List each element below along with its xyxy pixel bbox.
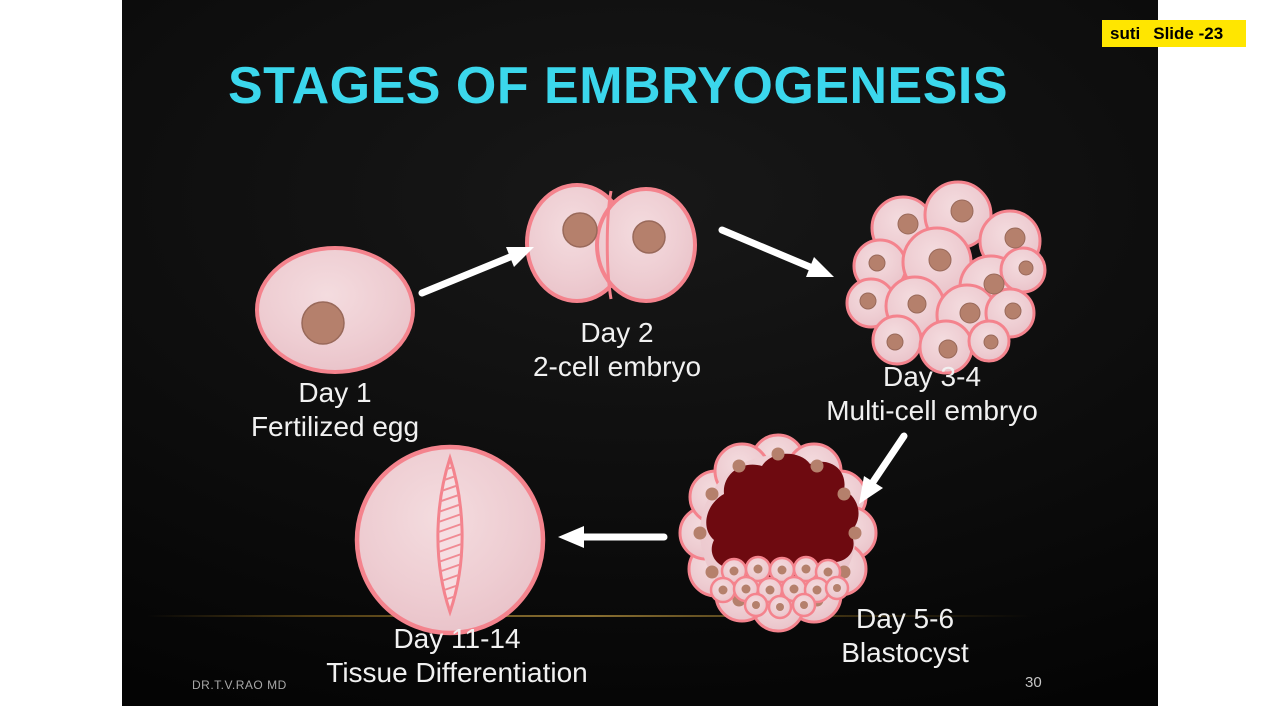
stage-name: 2-cell embryo [532,351,702,382]
day11-14-tissue-differentiation-illustration [354,444,546,636]
stage-label-day3-4: Day 3-4 Multi-cell embryo [772,360,1092,428]
badge-prefix: suti [1110,24,1141,43]
neural-groove-hatching [437,460,463,612]
nucleus-right [632,220,666,254]
stage-name: Tissue Differentiation [326,657,588,688]
arrow-day34-to-day56 [859,432,908,504]
inner-cell-mass-nuclei [718,564,841,611]
day5-6-blastocyst-illustration [678,433,878,633]
cleavage-furrow [605,190,613,300]
stage-label-day2: Day 2 2-cell embryo [477,316,757,384]
egg-nucleus [301,301,345,345]
arrow-day1-to-day2 [418,247,534,297]
cluster-nuclei [859,199,1034,359]
stage-label-day1: Day 1 Fertilized egg [195,376,475,444]
badge-label: Slide -23 [1153,24,1224,43]
stage-day: Day 11-14 [393,623,521,654]
flow-arrows [418,226,908,548]
slide-title: STAGES OF EMBRYOGENESIS [228,57,1009,115]
slide-page-number: 30 [1025,674,1042,691]
day2-two-cell-embryo-illustration [525,183,697,303]
nucleus-left [562,212,598,248]
slide-canvas: STAGES OF EMBRYOGENESIS [122,0,1158,706]
stage-name: Multi-cell embryo [826,395,1038,426]
stage-name: Fertilized egg [250,411,420,442]
stage-name: Blastocyst [841,637,969,668]
slide-badge: suti Slide -23 [1102,20,1246,47]
author-credit: DR.T.V.RAO MD [192,678,287,692]
stage-day: Day 5-6 [855,603,955,634]
day1-fertilized-egg-illustration [255,246,415,374]
day3-4-multicell-embryo-illustration [845,180,1047,375]
arrow-day2-to-day34 [718,226,834,277]
decorative-gold-line [148,615,1032,617]
stage-label-day5-6: Day 5-6 Blastocyst [765,602,1045,670]
stage-day: Day 1 [298,377,372,408]
stage-day: Day 2 [580,317,654,348]
stage-label-day11-14: Day 11-14 Tissue Differentiation [277,622,637,690]
cluster-cells [845,180,1047,375]
arrow-day56-to-day1114 [558,526,668,548]
stage-day: Day 3-4 [882,361,982,392]
embryogenesis-diagram [255,180,1047,636]
blastocoel-cavity [706,453,859,583]
